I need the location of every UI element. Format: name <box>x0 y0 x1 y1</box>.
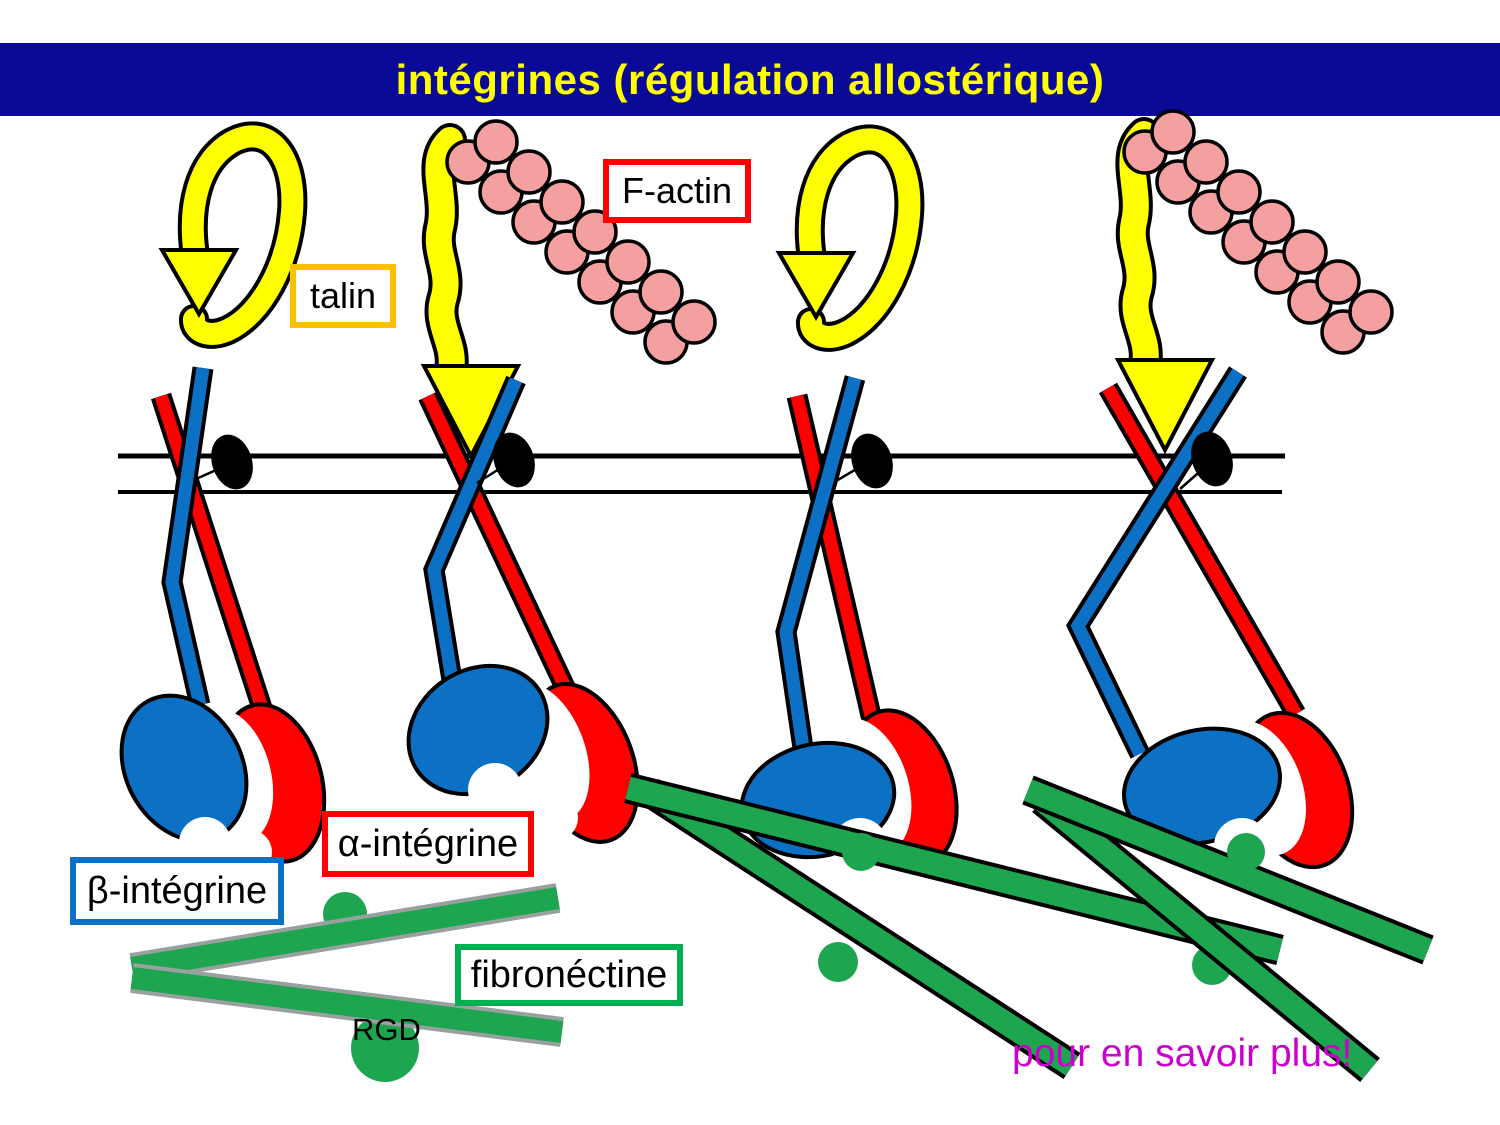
f-actin-label: F-actin <box>603 159 751 223</box>
membrane-anchor-icon <box>493 432 535 488</box>
membrane-anchor-icon <box>851 433 893 489</box>
f-actin-filament-icon <box>445 119 717 365</box>
rgd-site-icon <box>1227 833 1265 871</box>
title-bar: intégrines (régulation allostérique) <box>0 43 1500 116</box>
talin-folded-icon <box>158 121 308 349</box>
rgd-site-icon <box>818 942 858 982</box>
fibronectin-label: fibronéctine <box>455 944 683 1006</box>
rgd-site-icon <box>842 833 880 871</box>
membrane <box>118 453 1285 494</box>
more-info-link[interactable]: pour en savoir plus! <box>1012 1032 1353 1075</box>
fibronectin-rods <box>1022 775 1434 1082</box>
integrin-2 <box>406 375 640 844</box>
integrin-4 <box>1066 366 1355 874</box>
alpha-integrin-label-text: α-intégrine <box>337 823 519 865</box>
alpha-integrin-label: α-intégrine <box>322 811 534 877</box>
rgd-site-icon <box>351 1014 419 1082</box>
integrin-1 <box>119 366 327 874</box>
beta-integrin-label: β-intégrine <box>70 857 284 925</box>
membrane-anchor-icon <box>211 434 253 490</box>
talin-folded-icon <box>775 124 925 352</box>
fibronectin-free <box>129 883 564 1082</box>
slide-title: intégrines (régulation allostérique) <box>395 55 1105 103</box>
beta-integrin-label-text: β-intégrine <box>86 870 268 912</box>
talin-label: talin <box>290 264 396 328</box>
f-actin-filament-icon <box>1122 109 1394 355</box>
talin-label-text: talin <box>309 275 377 316</box>
integrin-3 <box>739 375 959 874</box>
fibronectin-label-text: fibronéctine <box>470 954 668 996</box>
talin-extended-icon <box>420 123 522 461</box>
membrane-anchor-icon <box>1191 431 1233 487</box>
f-actin-label-text: F-actin <box>621 170 733 211</box>
rgd-label: RGD <box>352 1012 421 1047</box>
